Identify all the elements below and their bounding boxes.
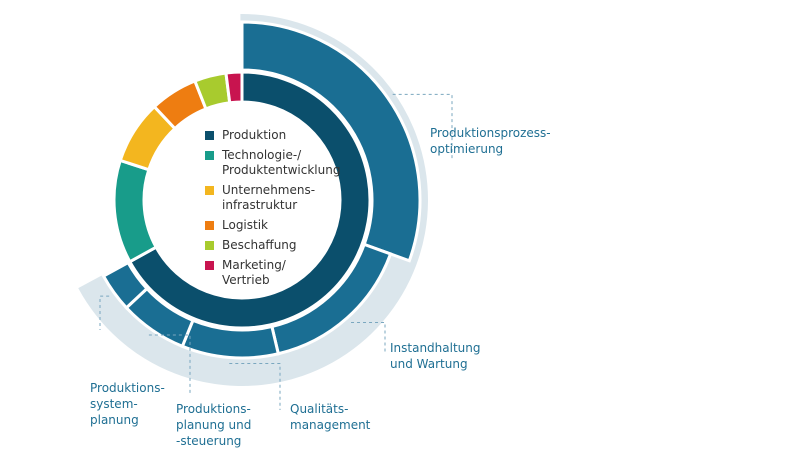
callout-leader-line xyxy=(148,334,191,395)
legend-label: Marketing/ Vertrieb xyxy=(222,258,286,287)
callout-leader-line xyxy=(99,295,110,330)
legend-label: Beschaffung xyxy=(222,238,297,252)
legend-swatch xyxy=(205,261,214,270)
legend-item: Technologie-/ Produktentwicklung xyxy=(205,148,365,178)
callout-leaders xyxy=(99,93,453,410)
callout-produktionsprozessoptimierung: Produktionsprozess- optimierung xyxy=(430,126,551,156)
legend-swatch xyxy=(205,151,214,160)
legend-item: Beschaffung xyxy=(205,238,365,253)
legend-label: Technologie-/ Produktentwicklung xyxy=(222,148,341,177)
legend-label: Unternehmens- infrastruktur xyxy=(222,183,316,212)
callout-leader-line xyxy=(392,93,453,160)
legend-label: Produktion xyxy=(222,128,287,142)
outer-ring xyxy=(101,20,422,360)
callout-produktionsplanung: Produktions- planung und -steuerung xyxy=(176,402,252,448)
inner-ring xyxy=(112,70,372,330)
legend-swatch xyxy=(205,186,214,195)
inner-segment xyxy=(224,70,244,105)
legend-label: Logistik xyxy=(222,218,269,232)
callout-produktionssystemplanung: Produktions- system- planung xyxy=(90,381,165,427)
callout-instandhaltung: Instandhaltung und Wartung xyxy=(390,341,481,371)
outer-segment xyxy=(240,20,422,263)
inner-segment xyxy=(112,158,159,264)
callout-leader-line xyxy=(229,363,281,410)
outer-segment xyxy=(101,260,150,310)
legend-item: Produktion xyxy=(205,128,365,143)
callout-qualitaetsmanagement: Qualitäts- management xyxy=(290,402,371,432)
legend-swatch xyxy=(205,131,214,140)
legend-item: Unternehmens- infrastruktur xyxy=(205,183,365,213)
legend-swatch xyxy=(205,241,214,250)
legend-swatch xyxy=(205,221,214,230)
legend-item: Marketing/ Vertrieb xyxy=(205,258,365,288)
legend: Produktion Technologie-/ Produktentwickl… xyxy=(205,128,365,293)
inner-segment xyxy=(127,70,372,330)
legend-item: Logistik xyxy=(205,218,365,233)
